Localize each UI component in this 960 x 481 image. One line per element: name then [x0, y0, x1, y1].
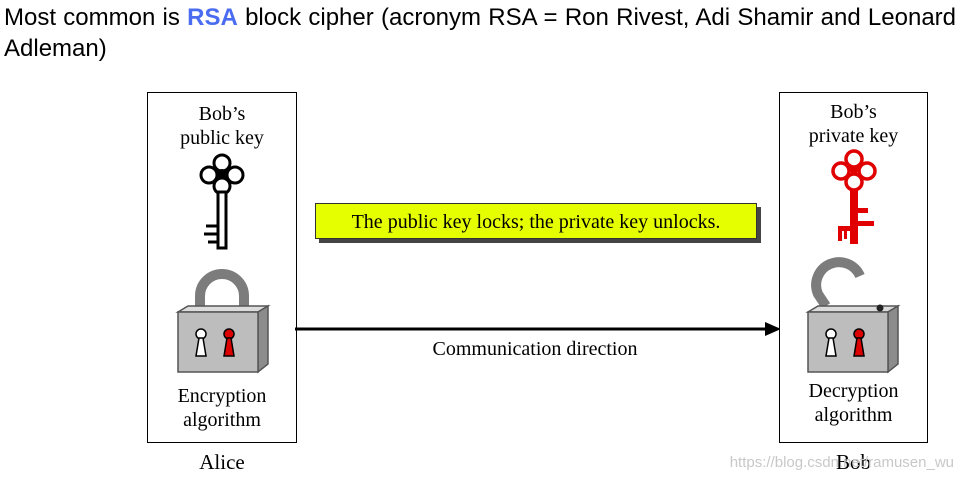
- public-key-icon: [199, 153, 245, 250]
- alice-key-label-line2: public key: [180, 127, 264, 149]
- watermark: https://blog.csdn.net/ramusen_wu: [729, 454, 954, 471]
- private-key-icon: [831, 149, 877, 244]
- bob-algo-label-line1: Decryption: [808, 380, 899, 402]
- alice-key-label-line1: Bob’s: [198, 103, 246, 125]
- alice-algo-label-line2: algorithm: [183, 409, 261, 431]
- headline-prefix: Most common is: [4, 4, 188, 31]
- bob-algo-label-line2: algorithm: [814, 404, 893, 426]
- open-lock-icon: [805, 257, 901, 374]
- bob-key-label: Bob’s private key: [779, 100, 928, 148]
- alice-box: [147, 92, 297, 443]
- closed-lock-icon: [175, 269, 271, 374]
- bob-algo-label: Decryption algorithm: [779, 379, 928, 427]
- bob-key-label-line2: private key: [808, 125, 899, 147]
- lock-unlock-banner: The public key locks; the private key un…: [315, 203, 757, 239]
- alice-key-label: Bob’s public key: [147, 102, 297, 150]
- headline: Most common is RSA block cipher (acronym…: [4, 2, 956, 64]
- alice-algo-label-line1: Encryption: [177, 385, 267, 407]
- arrow-right-icon: [295, 322, 781, 336]
- headline-rsa: RSA: [187, 4, 238, 31]
- bob-name: Bob: [835, 450, 871, 474]
- alice-algo-label: Encryption algorithm: [147, 384, 297, 432]
- communication-label: Communication direction: [432, 338, 638, 360]
- bob-key-label-line1: Bob’s: [830, 101, 877, 123]
- alice-name: Alice: [199, 450, 245, 474]
- headline-suffix: block cipher (acronym RSA = Ron Rivest, …: [4, 4, 957, 62]
